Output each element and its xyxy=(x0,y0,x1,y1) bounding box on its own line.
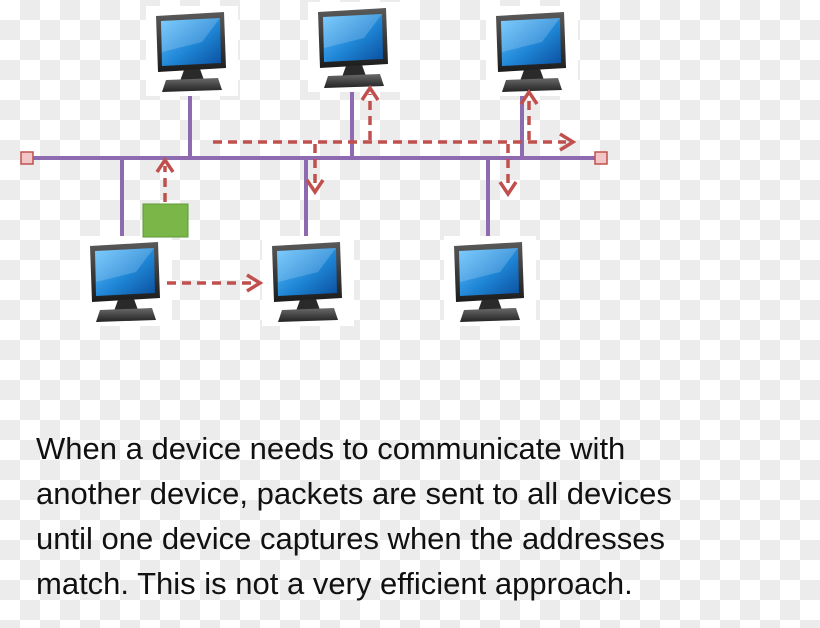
caption-line-2: another device, packets are sent to all … xyxy=(36,476,672,511)
caption-text: When a device needs to communicate with … xyxy=(36,426,806,606)
computer-monitor-icon xyxy=(146,6,238,96)
left-terminator-icon xyxy=(20,151,34,165)
computer-monitor-icon xyxy=(486,6,578,96)
arrowhead-up-right-device xyxy=(519,88,539,105)
caption-line-4: match. This is not a very efficient appr… xyxy=(36,566,633,601)
arrowhead-down-bottom-right xyxy=(498,181,518,198)
arrowhead-direct-to-device xyxy=(246,273,264,293)
computer-monitor-icon xyxy=(444,236,536,326)
caption-line-3: until one device captures when the addre… xyxy=(36,521,666,556)
data-packet-icon xyxy=(142,203,189,238)
arrowhead-along-bus xyxy=(559,132,577,152)
computer-monitor-icon xyxy=(262,236,354,326)
arrowhead-down-bottom-middle xyxy=(305,179,325,196)
computer-monitor-icon xyxy=(80,236,172,326)
computer-monitor-icon xyxy=(308,2,400,92)
caption-line-1: When a device needs to communicate with xyxy=(36,431,626,466)
arrowhead-packet-up xyxy=(155,156,175,173)
arrowhead-up-middle-device xyxy=(360,84,380,101)
right-terminator-icon xyxy=(594,151,608,165)
bus-topology-diagram xyxy=(20,2,608,326)
